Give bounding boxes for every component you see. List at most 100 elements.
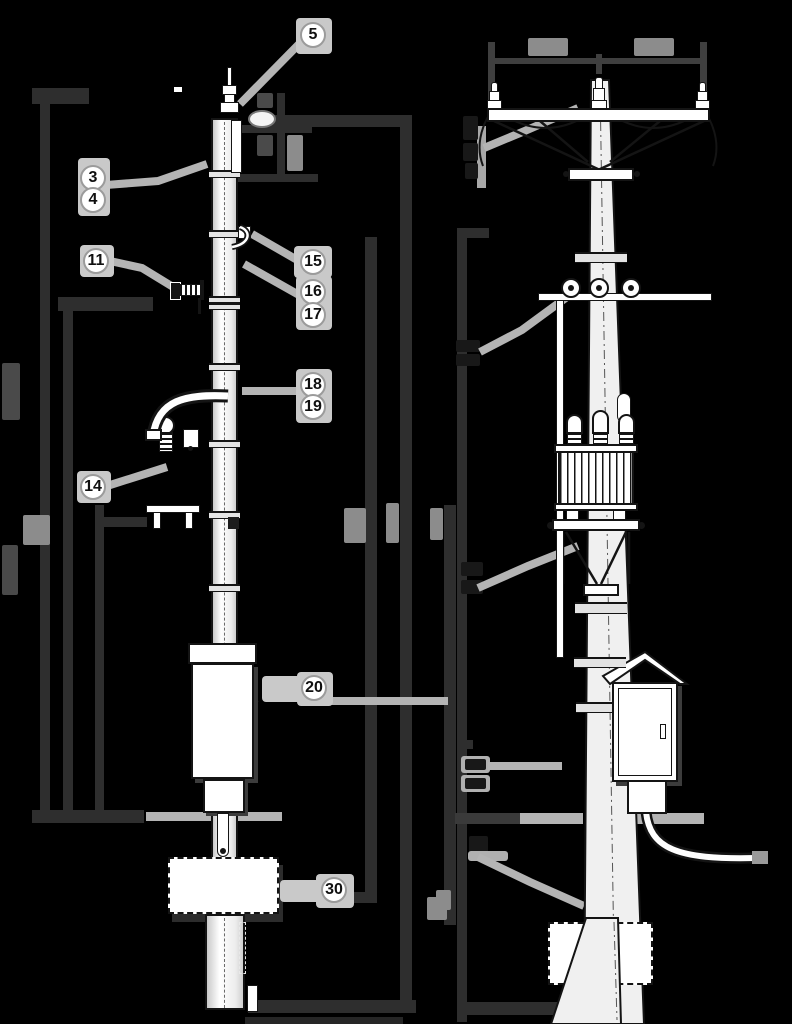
insulator-top <box>595 77 603 89</box>
rack-bracket-top <box>146 505 200 513</box>
dim-bar-right-D <box>444 505 456 925</box>
insulator-top <box>699 82 706 92</box>
spool-pin <box>596 285 602 291</box>
transformer-base-lip <box>554 503 638 511</box>
collar-bolt <box>563 171 569 177</box>
callout-11: 11 <box>83 248 109 274</box>
hook-fitting <box>231 225 249 249</box>
dim-bar-left-1 <box>40 100 50 812</box>
dim-bar-right-B <box>365 237 377 895</box>
spool-pin <box>568 285 574 291</box>
down-conductor-tube <box>231 120 242 173</box>
foundation-block-left <box>168 857 279 914</box>
cable-tip <box>752 851 768 864</box>
callout-4-label: 4 <box>88 191 98 208</box>
callout-17: 17 <box>300 302 326 328</box>
callout-19: 19 <box>300 394 326 420</box>
left-pole-centerline <box>224 122 225 1006</box>
gooseneck-end-cap <box>145 429 162 441</box>
pole-joint-band <box>209 511 240 519</box>
dim-bar-left-3 <box>95 505 104 812</box>
pole-clamp-dark <box>228 517 239 529</box>
spool-pin <box>628 285 634 291</box>
dim-label-blob <box>23 515 50 545</box>
callout-30: 30 <box>321 877 347 903</box>
rack-bracket-leg <box>185 512 193 529</box>
meter-box-door <box>618 688 672 776</box>
dim-bar-right-figure-main <box>457 228 467 1022</box>
dim-label-blob <box>386 503 399 543</box>
lightning-rod <box>227 67 232 89</box>
callout-5-label: 5 <box>308 26 318 43</box>
callout-4: 4 <box>80 187 106 213</box>
pole-band <box>575 602 627 614</box>
lamp-elbow-dot <box>188 446 193 451</box>
dim-bar-left-2 <box>63 308 73 812</box>
leader-to-11 <box>109 257 181 294</box>
dim-label-blob <box>2 545 18 595</box>
callout-3-label: 3 <box>88 169 98 186</box>
flange-bolt <box>638 522 645 529</box>
callout-19-label: 19 <box>304 398 322 415</box>
ground-line-right-figure-l <box>520 813 583 824</box>
ground-line-right-figure-r <box>615 813 704 824</box>
dim-label-blob <box>430 508 443 540</box>
insulator-top <box>491 82 498 92</box>
callout-15: 15 <box>300 249 326 275</box>
redacted-callout <box>456 354 480 366</box>
leader-to-5 <box>237 37 306 107</box>
pole-joint-band <box>209 296 240 303</box>
lamp-screw-base <box>159 432 173 452</box>
redacted-callout <box>461 580 483 594</box>
meter-box-roof <box>601 650 690 686</box>
base-cable-tip <box>220 848 226 854</box>
ground-bar-left <box>32 810 144 823</box>
gooseneck-conduit-outline <box>146 389 229 438</box>
dim-label-blob <box>634 38 674 56</box>
collar-bolt <box>634 171 640 177</box>
dim-label-blob <box>436 890 451 910</box>
leader-to-3-4 <box>105 160 209 189</box>
dim-stub-right-figure-mid <box>457 740 473 749</box>
transformer-v-brace <box>564 531 599 585</box>
buried-pole-centerline <box>224 918 225 1008</box>
dim-bracket-top-right-horizontal <box>262 115 412 127</box>
pole-joint-band <box>209 170 240 178</box>
pole-band <box>575 252 627 263</box>
dim-label-blob <box>344 508 366 543</box>
dim-bottom-bar-right-figure <box>457 1002 583 1015</box>
callout-20: 20 <box>301 675 327 701</box>
pole-joint-band <box>209 363 240 371</box>
pole-band <box>576 702 626 713</box>
dim-stub-right-figure-top <box>457 228 489 238</box>
leader-r5 <box>476 853 586 910</box>
callout-30-label: 30 <box>325 881 343 898</box>
meter-box-pedestal <box>627 780 667 814</box>
bolt-pin-drop <box>198 298 201 314</box>
label-strip <box>477 126 486 188</box>
inset-detail-shape-1 <box>257 93 273 108</box>
redacted-callout <box>463 116 478 140</box>
buried-pole-section <box>205 914 245 1010</box>
dim-bottom-bar-left-figure-2 <box>245 1017 403 1024</box>
bolt-pin <box>200 280 204 300</box>
pole-collar <box>568 168 634 181</box>
dim-label-blob <box>528 38 568 56</box>
callout-15-label: 15 <box>304 253 322 270</box>
callout-18: 18 <box>300 372 326 398</box>
callout-16-label: 16 <box>304 283 322 300</box>
dim-tick-center <box>596 54 602 74</box>
crossarm-brace <box>493 119 601 172</box>
dim-bar-left-3-stub <box>95 517 147 527</box>
redacted-callout <box>456 340 480 352</box>
dim-tick-left <box>488 42 495 112</box>
inset-detail-clamp <box>248 110 276 128</box>
redacted-callout <box>465 759 486 770</box>
callout-5: 5 <box>300 22 326 48</box>
transformer-bushing <box>566 414 583 434</box>
flange-bolt <box>547 522 554 529</box>
service-cable <box>643 811 757 862</box>
pole-joint-band <box>209 584 240 592</box>
